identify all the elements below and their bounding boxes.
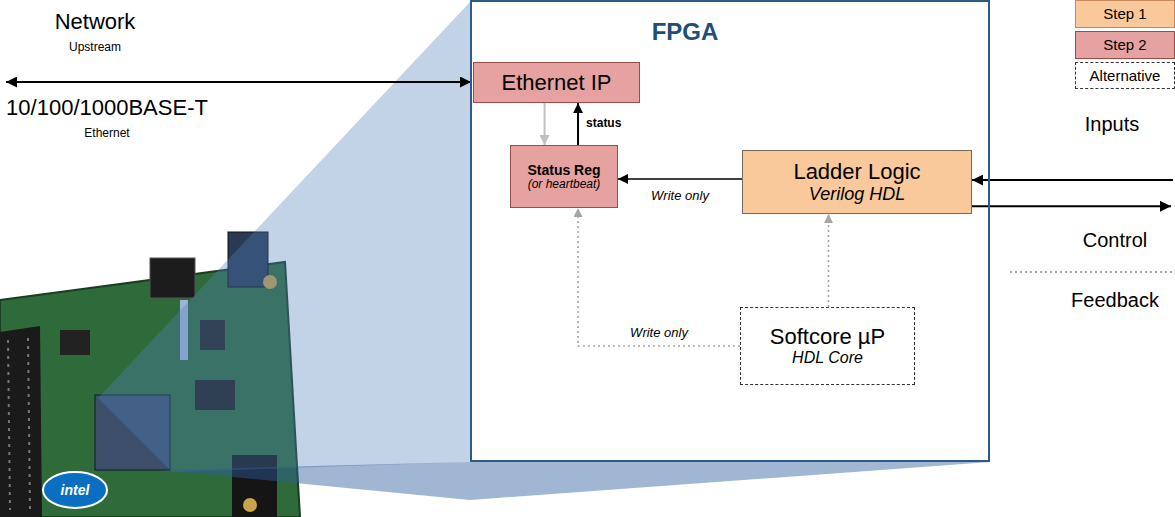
node-title: Softcore µP xyxy=(770,324,885,349)
legend-text: Alternative xyxy=(1090,67,1161,84)
ethernet-ip-block: Ethernet IP xyxy=(473,62,640,103)
fpga-boundary: FPGA Ethernet IP Status Reg(or heartbeat) L… xyxy=(470,0,990,462)
connector-label: status xyxy=(584,117,623,131)
network-link xyxy=(6,81,471,83)
connector-label: Write only xyxy=(649,189,711,204)
control-wire xyxy=(972,205,1171,207)
connector-arrow xyxy=(618,178,742,180)
node-title: Ladder Logic xyxy=(793,159,920,184)
header-pins xyxy=(28,338,30,510)
board-module xyxy=(150,258,195,298)
node-title: FPGA xyxy=(652,18,719,46)
annotation-label: Inputs xyxy=(1085,113,1139,136)
node-title: Ethernet IP xyxy=(501,70,611,95)
mounting-hole xyxy=(243,498,257,512)
legend-swatch: Step 2 xyxy=(1075,31,1175,59)
node-subtitle: (or heartbeat) xyxy=(528,178,601,192)
annotation-label: Network xyxy=(55,9,136,34)
legend-text: Step 2 xyxy=(1103,36,1146,53)
status-register: Status Reg(or heartbeat) xyxy=(510,145,618,208)
legend-swatch: Alternative xyxy=(1075,62,1175,89)
node-subtitle: Verilog HDL xyxy=(809,184,905,205)
ladder-logic-block: Ladder LogicVerilog HDL xyxy=(742,150,972,214)
softcore-processor: Softcore µPHDL Core xyxy=(740,307,915,385)
connector-arrow xyxy=(578,208,740,346)
board-chip xyxy=(60,330,90,355)
node-subtitle: HDL Core xyxy=(792,349,863,367)
legend-text: Step 1 xyxy=(1103,5,1146,22)
annotation-label: 10/100/1000BASE-T xyxy=(6,95,208,120)
zoom-wedge xyxy=(98,2,470,472)
feedback-wire xyxy=(1010,271,1175,273)
annotation-label: Upstream xyxy=(69,41,121,55)
node-title: Status Reg xyxy=(527,162,600,178)
annotation-label: Ethernet xyxy=(84,127,129,141)
connector-arrow xyxy=(828,214,830,307)
annotation-label: Feedback xyxy=(1071,289,1159,312)
pin-header xyxy=(0,326,42,517)
connector-label: Write only xyxy=(628,326,690,341)
logo-oval xyxy=(43,472,107,508)
zoom-wedge xyxy=(160,462,990,500)
connector-arrow xyxy=(544,103,546,145)
legend-swatch: Step 1 xyxy=(1075,0,1175,28)
annotation-label: Control xyxy=(1083,229,1147,252)
connector-arrow xyxy=(577,103,579,145)
input-wire xyxy=(972,179,1173,181)
header-pins xyxy=(8,340,10,510)
logo-text: intel xyxy=(61,482,90,498)
